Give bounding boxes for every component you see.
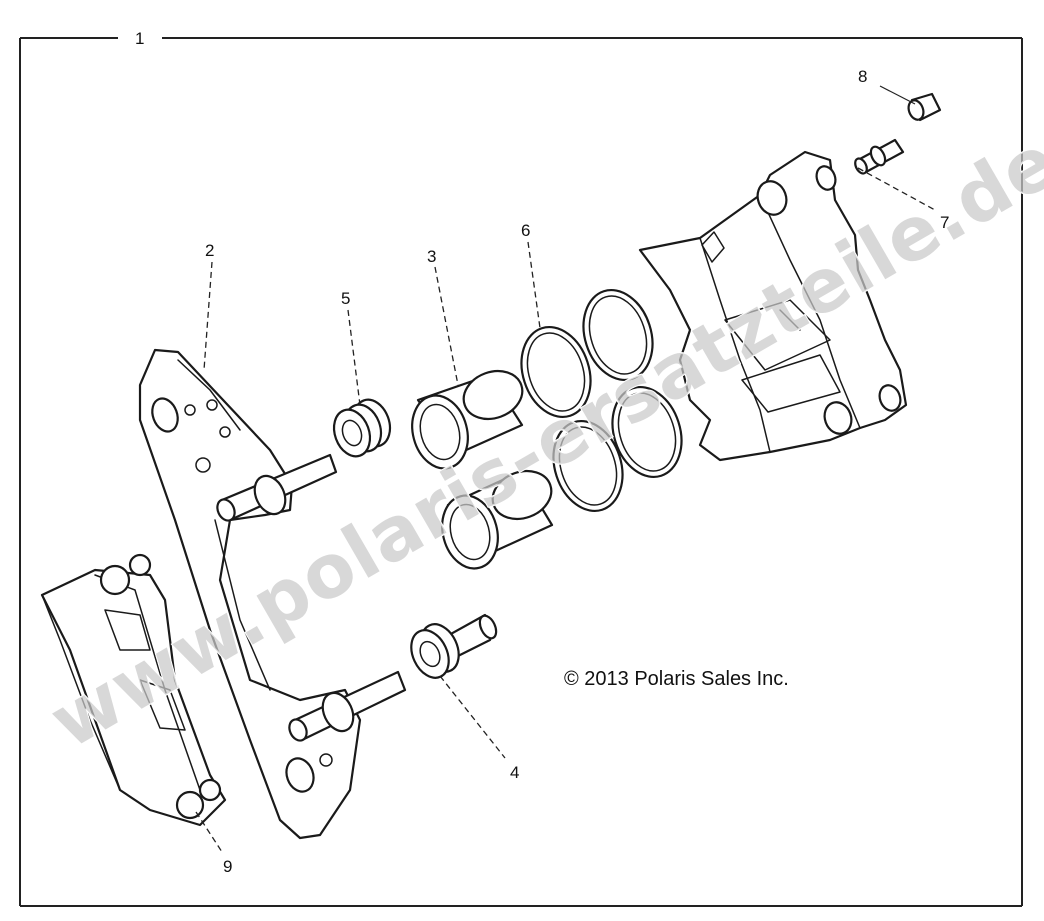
bleeder-screw — [854, 138, 905, 175]
callout-4: 4 — [510, 763, 519, 782]
callout-6: 6 — [521, 221, 530, 240]
slide-pin-with-boot — [410, 613, 498, 679]
piston-seals — [520, 288, 683, 513]
caliper-bracket — [138, 348, 407, 840]
piston-upper — [411, 369, 524, 470]
bleeder-cap — [907, 92, 942, 122]
callout-8: 8 — [858, 67, 867, 86]
brake-pad — [40, 553, 227, 827]
callout-5: 5 — [341, 289, 350, 308]
callout-1: 1 — [135, 29, 144, 48]
piston-lower — [441, 469, 554, 570]
callout-3: 3 — [427, 247, 436, 266]
callout-7: 7 — [940, 213, 949, 232]
caliper-body — [638, 150, 908, 462]
callout-2: 2 — [205, 241, 214, 260]
copyright-text: © 2013 Polaris Sales Inc. — [564, 668, 789, 690]
pin-boot-upper — [332, 398, 392, 458]
callout-9: 9 — [223, 857, 232, 876]
leader-lines — [195, 85, 936, 853]
callouts: 1 2 3 4 5 6 7 8 9 — [135, 29, 949, 876]
diagram-frame — [19, 37, 1023, 907]
